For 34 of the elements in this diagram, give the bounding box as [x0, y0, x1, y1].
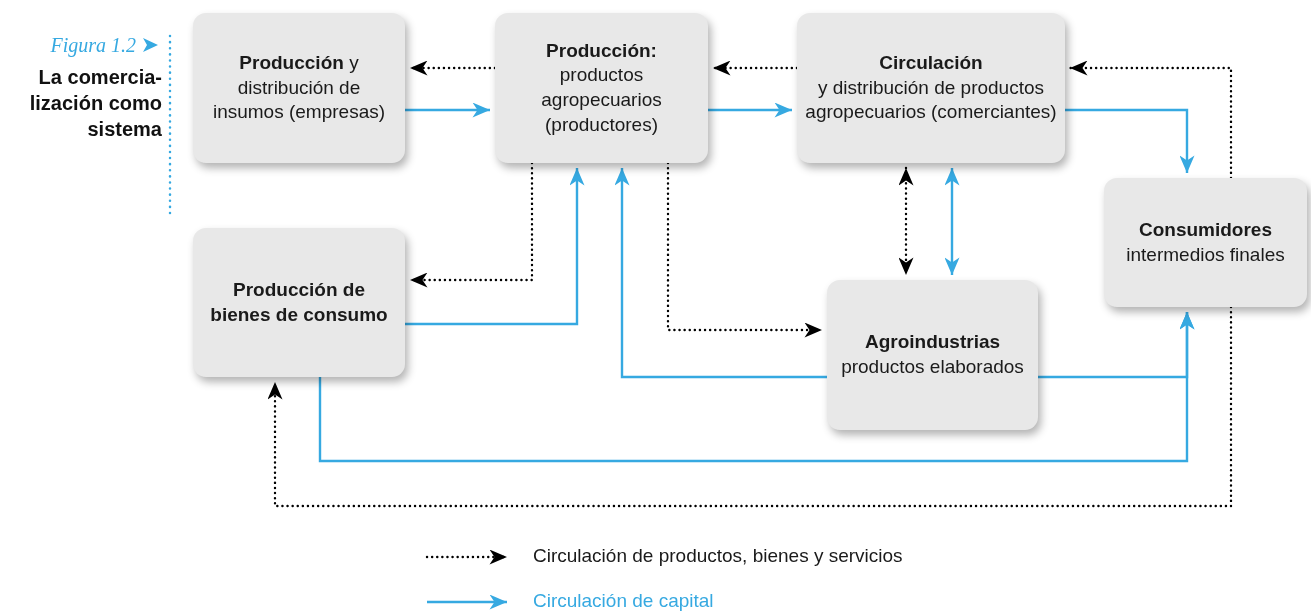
arrow: [405, 168, 585, 326]
arrow: [666, 161, 824, 338]
double-arrow: [944, 168, 960, 275]
process-box: [193, 228, 405, 377]
arrow: [318, 312, 1195, 463]
box-heading: Producción:: [546, 38, 657, 63]
arrow: [711, 60, 799, 76]
process-box: [495, 13, 708, 163]
arrow: [614, 168, 827, 379]
arrow: [405, 102, 490, 118]
arrow: [408, 161, 534, 288]
legend-text: Circulación de productos, bienes y servicios: [533, 545, 903, 567]
arrow: [1065, 108, 1195, 173]
box-text: Producción y distribución de insumos (empresas): [211, 50, 387, 125]
process-box: [827, 280, 1038, 430]
process-box: [797, 13, 1065, 163]
figure-number: Figura 1.2: [49, 34, 136, 57]
arrow: [708, 102, 792, 118]
box-text: productos elaborados: [841, 355, 1024, 379]
arrow: [408, 60, 497, 76]
box-text: intermedios finales: [1126, 242, 1285, 267]
box-heading: Circulación: [879, 50, 983, 75]
box-text: y distribución de productos agropecuarios (comerciantes): [805, 75, 1057, 125]
box-heading: Consumidores: [1139, 217, 1272, 242]
process-box: [1104, 178, 1307, 307]
process-box: [193, 13, 405, 163]
box-text: productos agropecuarios (productores): [540, 63, 663, 137]
arrow: [1068, 60, 1233, 180]
arrow: [267, 305, 1233, 508]
legend-text: Circulación de capital: [533, 590, 714, 612]
box-heading: Agroindustrias: [864, 330, 1001, 355]
double-arrow: [898, 166, 914, 277]
figure-title: La comercia-lización como sistema: [28, 65, 162, 142]
box-text: Producción de bienes de consumo: [209, 277, 389, 327]
